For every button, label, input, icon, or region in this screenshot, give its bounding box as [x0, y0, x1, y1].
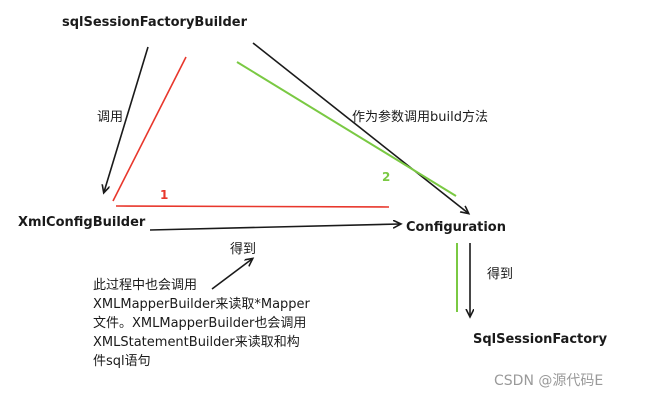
- edge-label-step1: 1: [160, 188, 169, 202]
- watermark-text: CSDN @源代码E: [494, 373, 604, 389]
- edge-label-get-config: 得到: [230, 242, 257, 257]
- red-step1-horizontal-line: [115, 205, 390, 208]
- node-xmlconfigbuilder: XmlConfigBuilder: [18, 215, 146, 230]
- note-text: 此过程中也会调用 XMLMapperBuilder来读取*Mapper 文件。X…: [93, 278, 310, 369]
- edge-label-build: 作为参数调用build方法: [352, 110, 488, 125]
- node-sqlsessionfactorybuilder: sqlSessionFactoryBuilder: [62, 15, 248, 30]
- edge-label-call: 调用: [97, 110, 124, 125]
- edge-label-step2: 2: [382, 170, 391, 184]
- build-arrow-line: [252, 42, 468, 213]
- get-config-arrow-line: [149, 224, 400, 231]
- call-arrow-line: [104, 46, 149, 192]
- node-sqlsessionfactory: SqlSessionFactory: [473, 332, 608, 347]
- edge-label-get-factory: 得到: [487, 267, 514, 282]
- red-step1-diagonal-line: [112, 56, 187, 202]
- green-step2-diagonal-line: [236, 61, 457, 197]
- note-arrow-line: [211, 259, 252, 290]
- node-configuration: Configuration: [406, 220, 506, 235]
